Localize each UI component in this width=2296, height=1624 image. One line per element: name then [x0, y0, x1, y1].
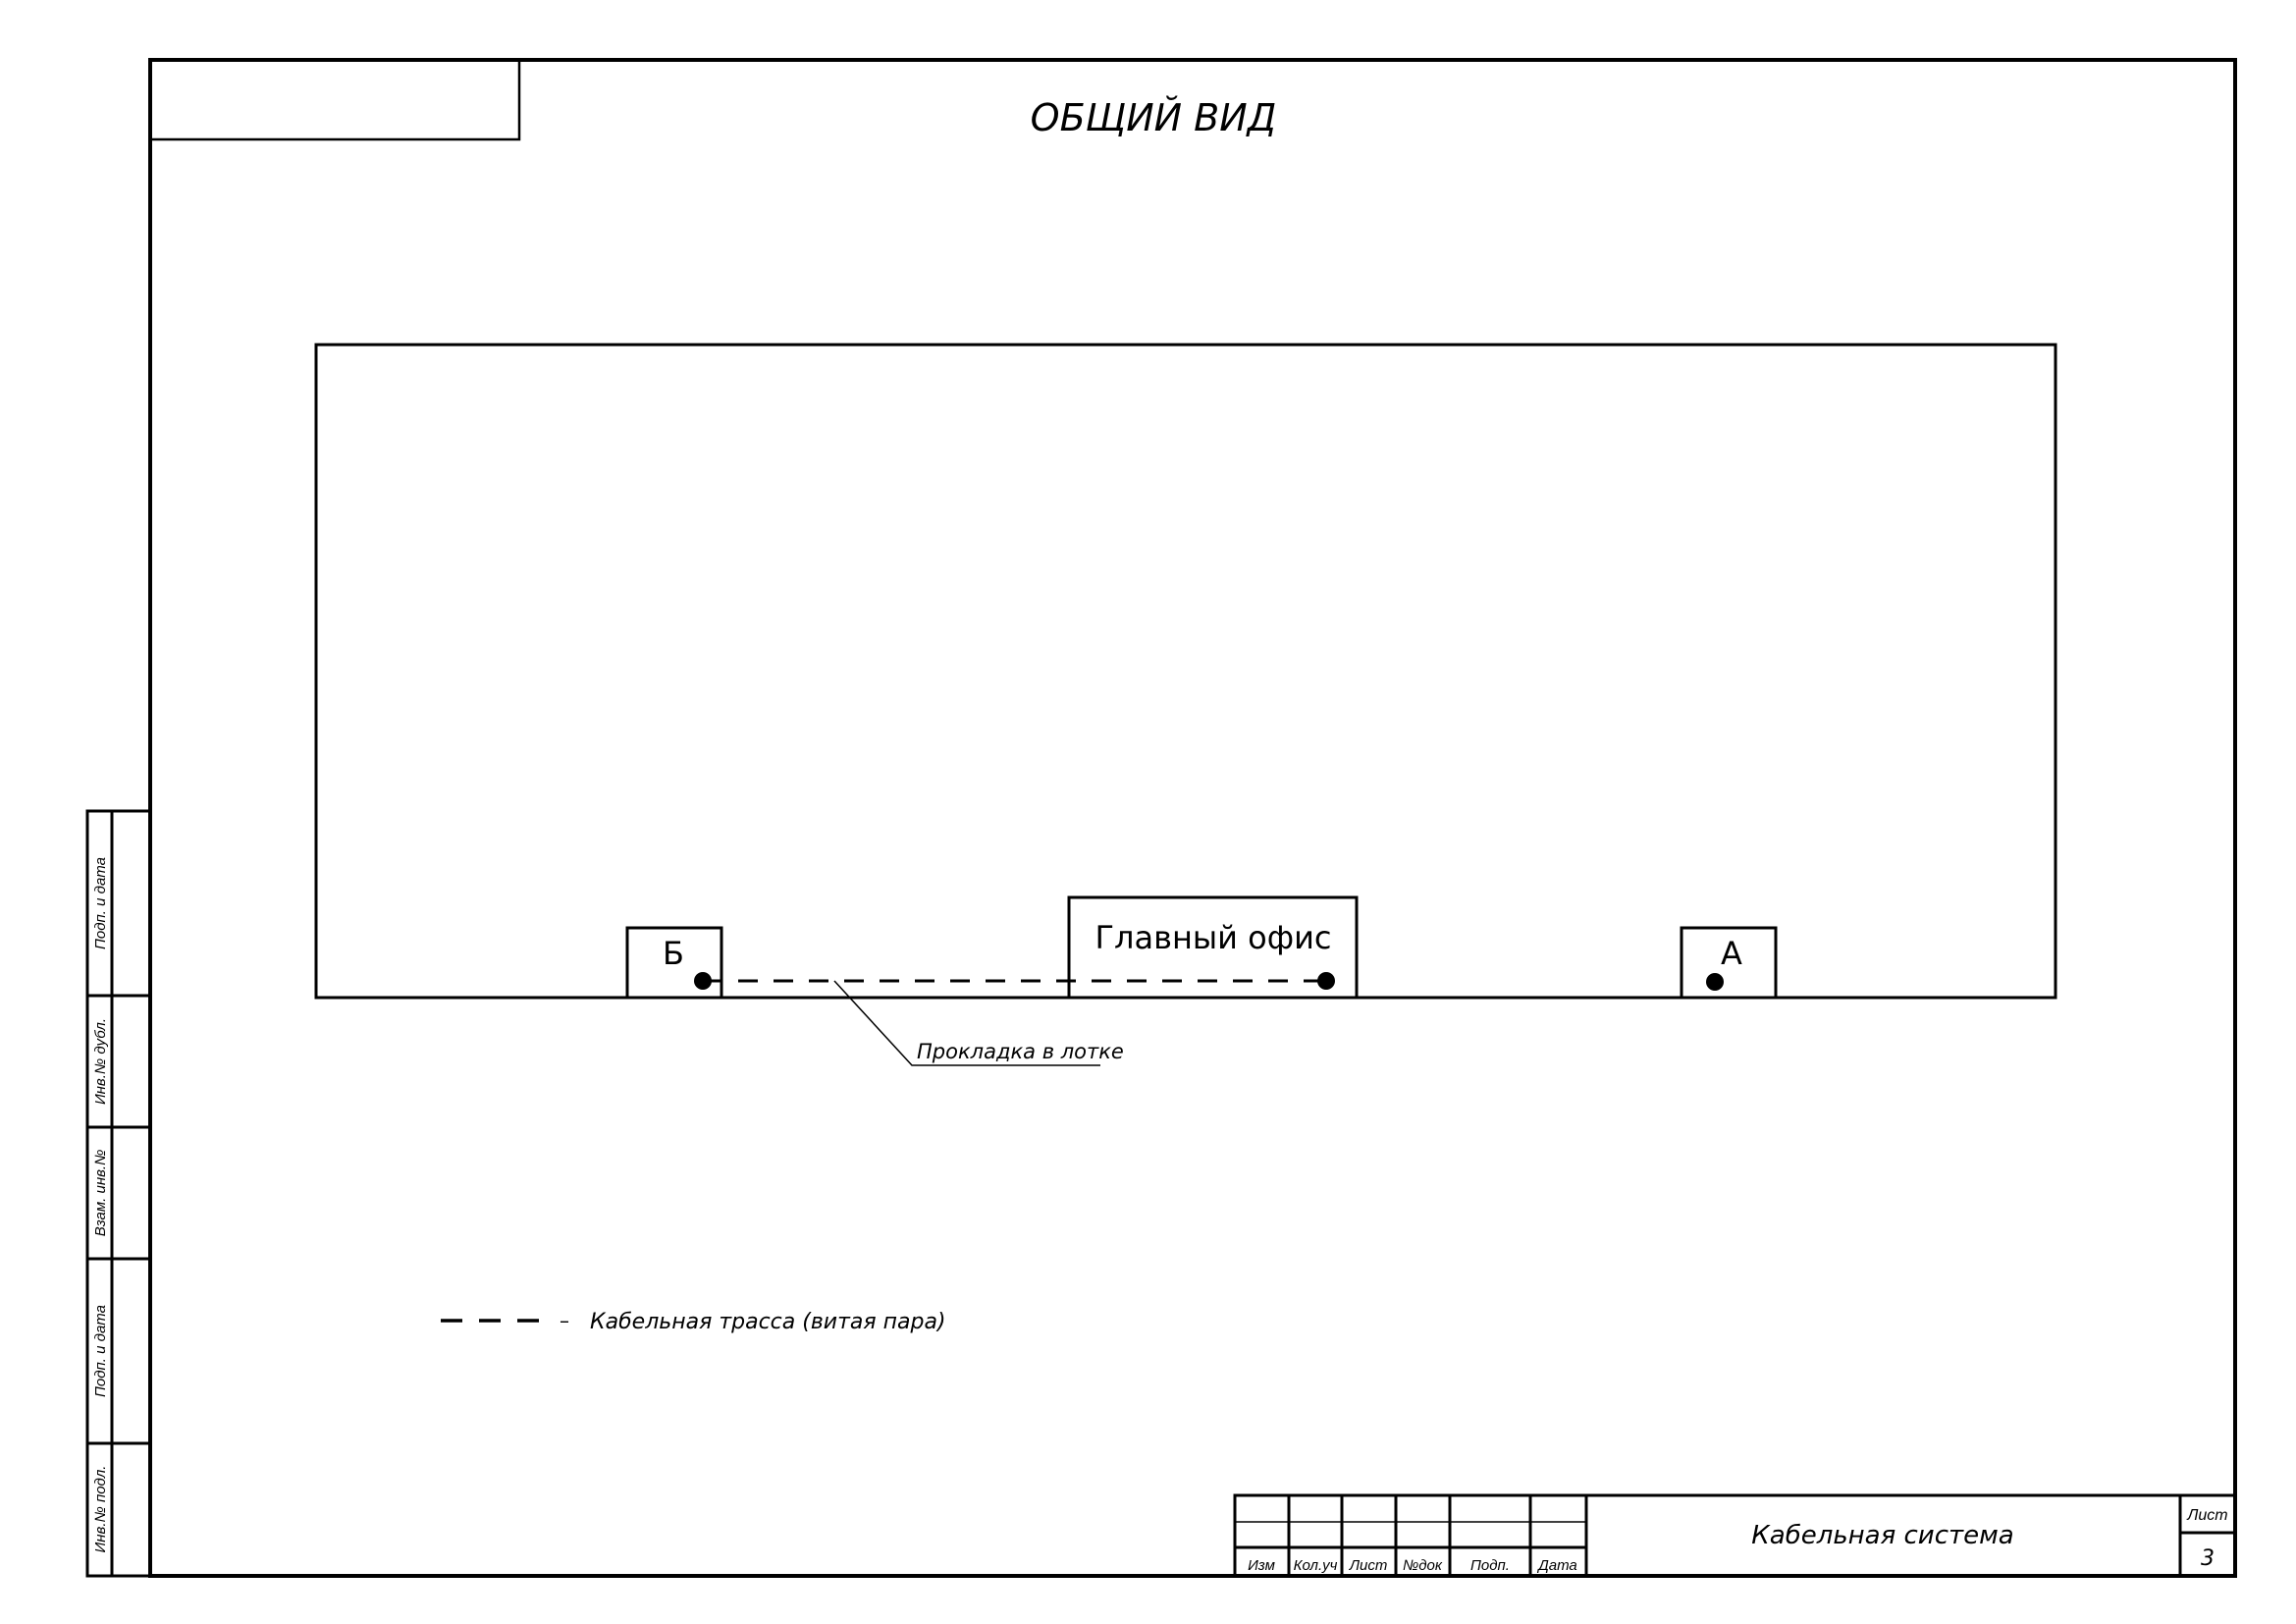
- drawing-title: ОБЩИЙ ВИД: [1031, 96, 1277, 139]
- drawing-frame: [148, 58, 2237, 1578]
- title-block-header: Кол.уч: [1294, 1557, 1338, 1574]
- legend-text: Кабельная трасса (витая пара): [590, 1310, 946, 1334]
- sheet-number: 3: [2201, 1546, 2215, 1571]
- room-b: Б: [625, 926, 723, 1000]
- legend-dash-symbol: –: [560, 1309, 569, 1332]
- room-b-label: Б: [663, 935, 684, 972]
- side-stamp-cell: Инв.№ подл.: [92, 1466, 109, 1553]
- title-block-header: Изм: [1248, 1557, 1275, 1574]
- document-name: Кабельная система: [1751, 1521, 2013, 1550]
- side-stamp-cell: Взам. инв.№: [92, 1150, 109, 1237]
- room-a-outlet-point: [1706, 973, 1724, 991]
- title-block-header: Лист: [1349, 1557, 1388, 1574]
- main-office-label: Главный офис: [1095, 919, 1332, 956]
- title-block-header: Подп.: [1470, 1557, 1510, 1574]
- side-stamp-cell: Подп. и дата: [92, 1305, 109, 1397]
- title-block-header: Дата: [1536, 1557, 1577, 1574]
- room-a: А: [1680, 926, 1778, 1000]
- title-block: Изм Кол.уч Лист №док Подп. Дата Кабельна…: [1233, 1493, 2237, 1578]
- side-stamp-cell: Подп. и дата: [92, 857, 109, 949]
- room-main-office: Главный офис: [1067, 895, 1359, 1000]
- room-a-label: А: [1721, 935, 1742, 972]
- callout-text: Прокладка в лотке: [917, 1040, 1124, 1063]
- sheet-label: Лист: [2186, 1507, 2227, 1524]
- room-a-box: [1680, 926, 1778, 1000]
- title-block-frame: [1233, 1493, 2237, 1578]
- legend: – Кабельная трасса (витая пара): [441, 1309, 946, 1334]
- side-stamp: Подп. и дата Инв.№ дубл. Взам. инв.№ Под…: [85, 809, 152, 1578]
- main-office-outlet-point: [1317, 972, 1335, 990]
- callout-leader: [833, 980, 1100, 1066]
- top-left-stamp-box: [148, 58, 521, 141]
- title-block-header: №док: [1403, 1557, 1443, 1574]
- side-stamp-frame: [85, 809, 152, 1578]
- side-stamp-cell: Инв.№ дубл.: [92, 1018, 109, 1105]
